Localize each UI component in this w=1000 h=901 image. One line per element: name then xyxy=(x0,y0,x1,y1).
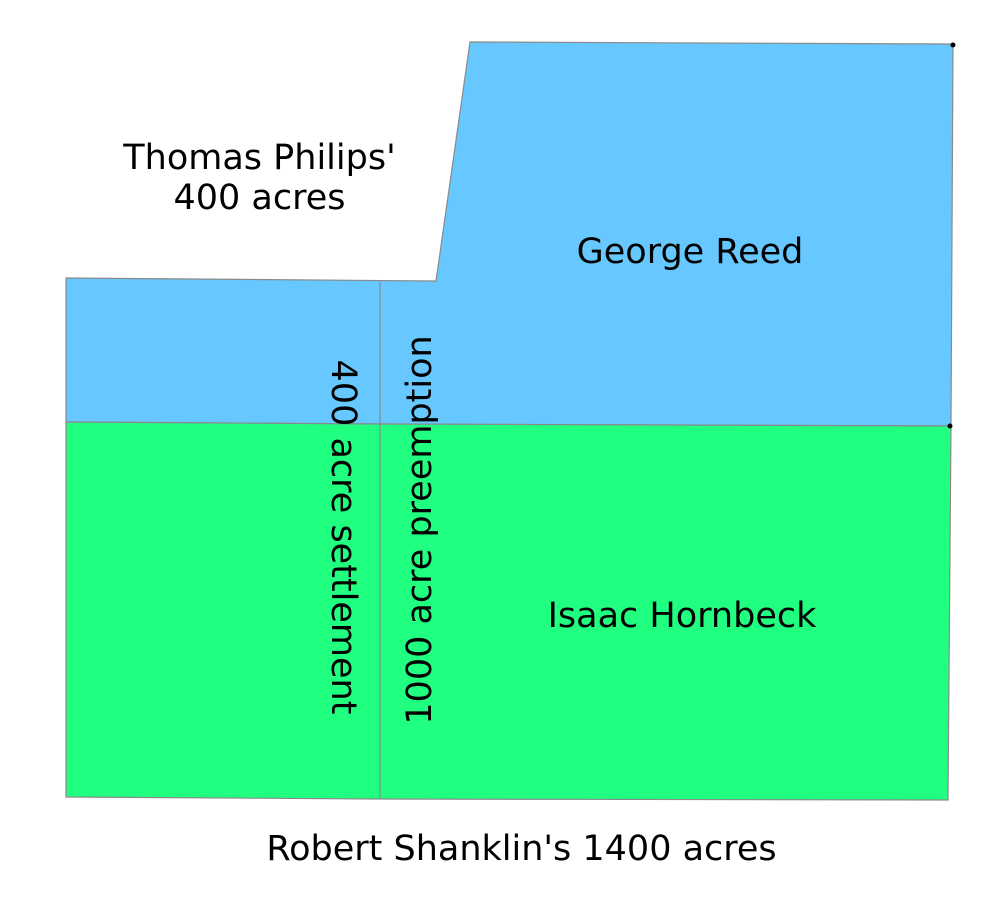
isaac-hornbeck-label: Isaac Hornbeck xyxy=(548,596,818,636)
corner-marker-northeast xyxy=(950,42,956,48)
thomas-philips-caption: Thomas Philips' 400 acres xyxy=(92,138,427,218)
george-reed-label: George Reed xyxy=(577,232,804,272)
isaac-hornbeck-parcel xyxy=(65,421,952,801)
preemption-label: 1000 acre preemption xyxy=(400,335,440,725)
settlement-label: 400 acre settlement xyxy=(323,359,363,715)
thomas-philips-acreage: 400 acres xyxy=(173,178,346,218)
corner-marker-east xyxy=(947,423,953,429)
thomas-philips-name: Thomas Philips' xyxy=(123,138,396,178)
george-reed-parcel xyxy=(65,41,954,427)
robert-shanklin-caption: Robert Shanklin's 1400 acres xyxy=(266,829,777,869)
